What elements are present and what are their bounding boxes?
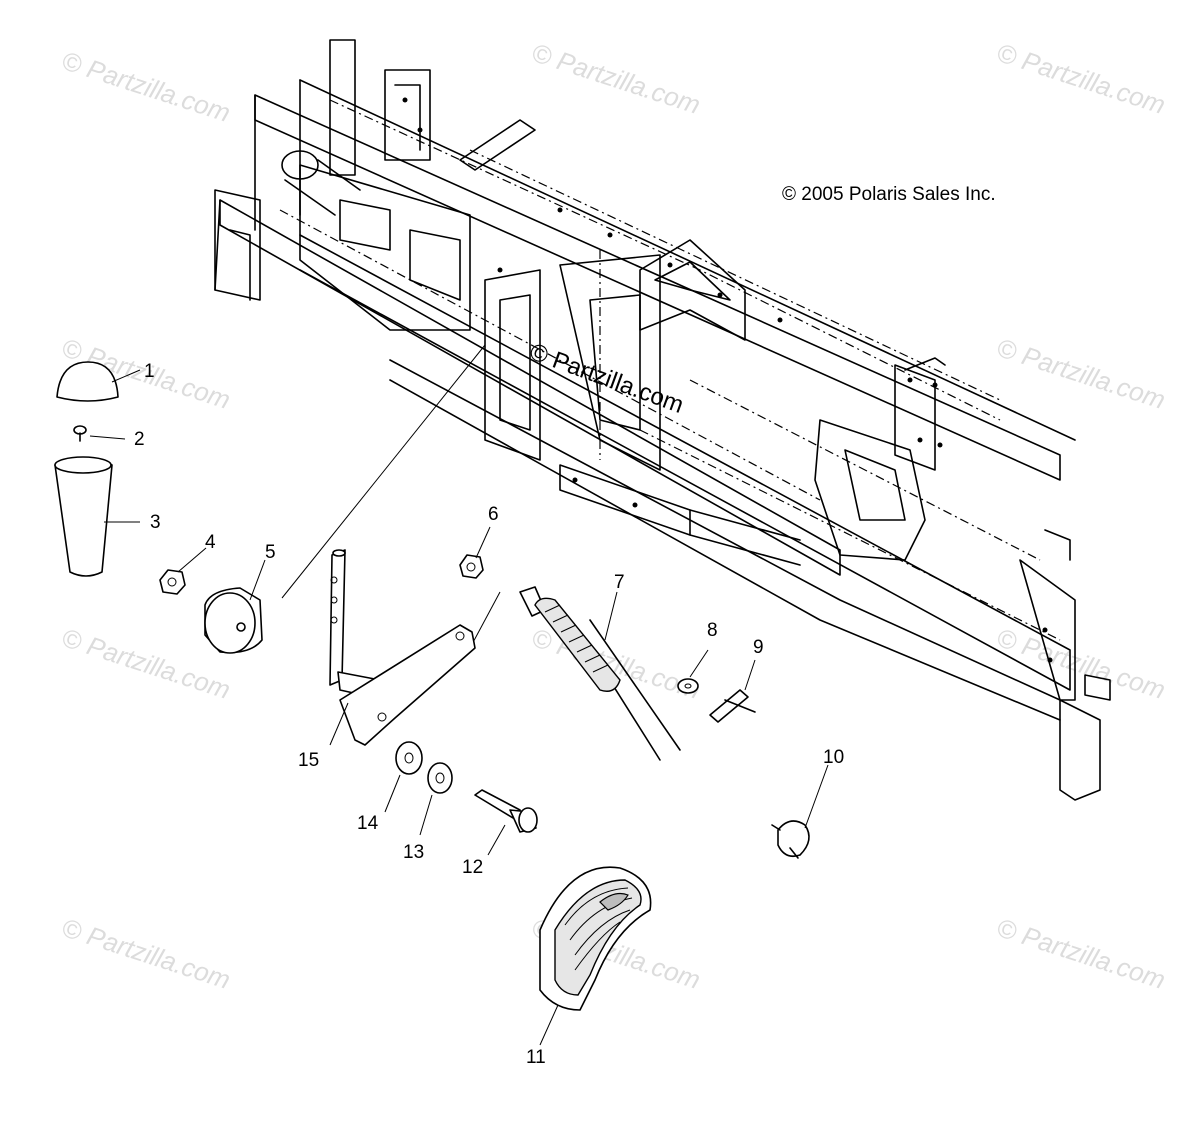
part-10-clamp	[771, 764, 829, 859]
callout-7: 7	[614, 572, 625, 593]
part-11-shift-boot	[539, 866, 652, 1046]
callout-14: 14	[357, 813, 379, 834]
callout-5: 5	[265, 542, 276, 563]
part-9-clip	[709, 659, 756, 723]
part-3-shift-knob	[54, 456, 140, 577]
callout-13: 13	[403, 842, 424, 863]
watermark: © Partzilla.com	[528, 622, 704, 705]
frame-holes	[402, 97, 1053, 663]
callout-10: 10	[823, 747, 844, 768]
part-14-washer	[384, 741, 423, 813]
watermark: © Partzilla.com	[993, 37, 1169, 120]
watermarks: © Partzilla.com © Partzilla.com © Partzi…	[58, 37, 1169, 995]
part-8-washer	[677, 649, 709, 694]
callout-15: 15	[298, 750, 319, 771]
callout-6: 6	[488, 504, 499, 525]
frame-assembly	[214, 39, 1111, 801]
part-5-bumper	[204, 559, 266, 654]
callout-11: 11	[526, 1047, 546, 1068]
watermark: © Partzilla.com	[528, 37, 704, 120]
callout-labels: 1 2 3 4 5 6 7 8 9 10 11 12 13 14 15	[134, 361, 844, 1068]
callout-3: 3	[150, 512, 161, 533]
callout-8: 8	[707, 620, 718, 641]
part-12-shoulder-bolt	[474, 789, 538, 856]
part-6-nut	[459, 526, 491, 579]
copyright-notice: © 2005 Polaris Sales Inc.	[782, 184, 996, 205]
watermark: © Partzilla.com	[993, 912, 1169, 995]
callout-2: 2	[134, 429, 145, 450]
callout-9: 9	[753, 637, 764, 658]
part-2-screw	[73, 425, 126, 442]
part-1-knob-cap	[56, 361, 141, 402]
callout-4: 4	[205, 532, 216, 553]
watermark: © Partzilla.com	[58, 912, 234, 995]
watermark: © Partzilla.com	[58, 45, 234, 128]
part-4-nut	[159, 547, 207, 595]
part-7-shift-cable	[519, 586, 681, 761]
watermark: © Partzilla.com	[993, 622, 1169, 705]
part-13-washer	[419, 762, 453, 836]
watermark: © Partzilla.com	[993, 332, 1169, 415]
part-15-shift-lever	[329, 549, 476, 746]
callout-1: 1	[144, 361, 155, 382]
callout-12: 12	[462, 857, 483, 878]
